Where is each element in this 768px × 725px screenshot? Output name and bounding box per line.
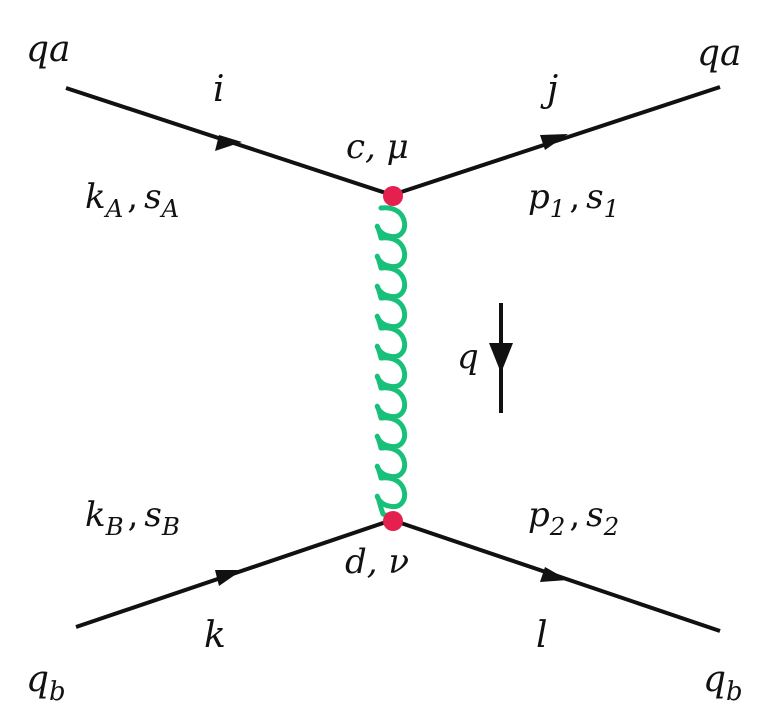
label-color-l: l (536, 615, 548, 656)
arrow-icon-bottom-right (540, 567, 568, 582)
label-color-k: k (204, 615, 226, 656)
label-quark-bottom-right: qb (703, 659, 743, 708)
label-color-i: i (213, 69, 225, 110)
vertex-bottom (383, 511, 403, 531)
arrow-icon-top-left (215, 135, 242, 151)
label-incoming-a: kA,sA (85, 177, 180, 223)
label-quark-top-left: qa (26, 29, 71, 70)
arrow-icon-top-right (540, 134, 568, 150)
label-color-j: j (547, 69, 559, 110)
label-incoming-b: kB,sB (85, 495, 180, 541)
label-quark-bottom-left: qb (26, 659, 66, 708)
label-outgoing-1: p1,s1 (528, 177, 620, 223)
vertex-top (383, 186, 403, 206)
label-momentum-q: q (457, 337, 479, 377)
label-vertex-bottom: d, ν (345, 542, 410, 582)
arrow-icon-bottom-left (215, 570, 242, 586)
arrow-down-icon (489, 343, 513, 373)
gluon-line (374, 205, 407, 521)
label-quark-top-right: qa (697, 33, 742, 74)
label-vertex-top: c, μ (346, 127, 409, 167)
label-outgoing-2: p2,s2 (528, 495, 620, 541)
